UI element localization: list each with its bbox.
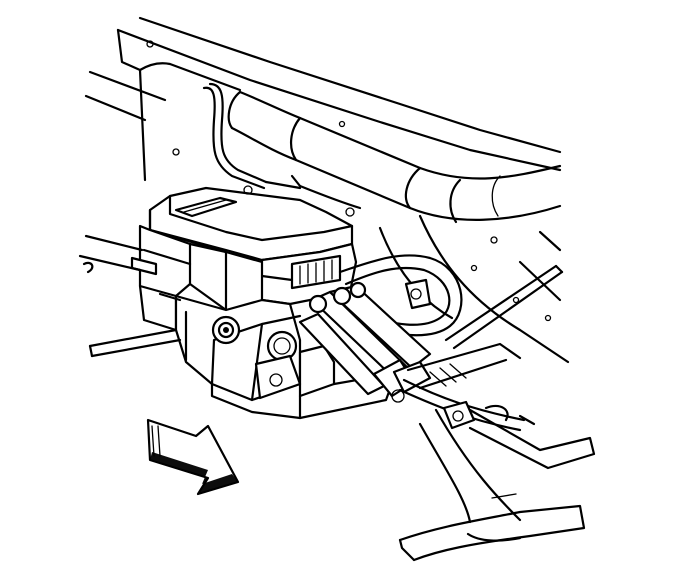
bracket-lower-right [468,404,596,470]
brake-line-upper [202,82,302,190]
support-bracket-left [78,234,182,358]
brake-lines-right [298,254,564,432]
frame-rail [84,16,562,182]
frame-right-side [378,214,570,364]
direction-arrow-icon [146,418,240,496]
frame-lower [398,408,586,562]
crossmember [227,90,562,224]
abs-module [130,185,396,420]
